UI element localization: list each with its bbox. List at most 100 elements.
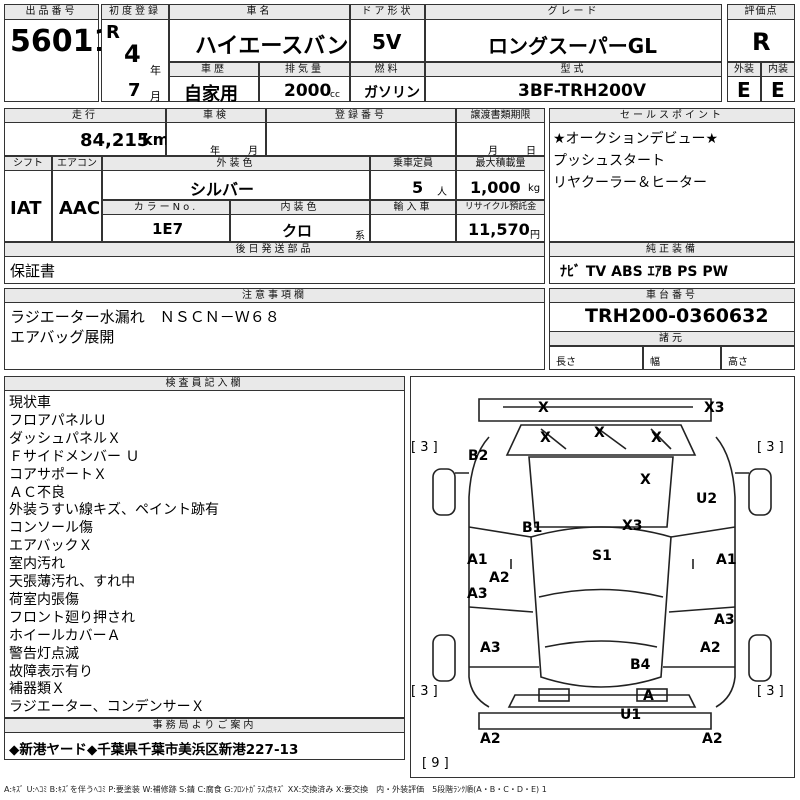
sales-point-cell xyxy=(549,108,795,242)
later-parts: 保証書 xyxy=(10,262,56,280)
damage-mark: U2 xyxy=(696,491,718,507)
ac: AAC xyxy=(59,198,101,219)
car-outline xyxy=(432,398,772,730)
damage-mark: A2 xyxy=(489,570,510,586)
height-label: 高さ xyxy=(728,357,748,368)
inspector-note-line: フロント廻り押され xyxy=(9,609,135,626)
damage-mark: U1 xyxy=(620,707,642,723)
damage-mark: B2 xyxy=(468,448,489,464)
note-1: ラジエーター水漏れ ＮＳＣＮ－Ｗ６８ xyxy=(10,308,280,326)
door-type: 5V xyxy=(372,30,402,54)
ext-label: 外装 xyxy=(727,62,761,77)
inspector-note-line: コンソール傷 xyxy=(9,520,93,537)
inspector-note-line: コアサポートＸ xyxy=(9,466,107,483)
mileage-unit: km xyxy=(142,130,170,149)
shift-label: シフト xyxy=(4,156,52,171)
reg-no-label: 登録番号 xyxy=(266,108,456,123)
quantity-bracket: [ 3 ] xyxy=(757,440,784,455)
damage-mark: X xyxy=(640,472,651,488)
sales-point-2: プッシュスタート xyxy=(553,153,665,169)
transfer-label: 譲渡書類期限 xyxy=(456,108,545,123)
mileage-label: 走行 xyxy=(4,108,166,123)
insp-year-unit: 年 xyxy=(210,146,220,157)
quantity-bracket: [ 3 ] xyxy=(757,684,784,699)
model-label: 型式 xyxy=(425,62,722,77)
sales-point-3: リヤクーラー＆ヒーター xyxy=(553,175,707,191)
damage-mark: X xyxy=(540,430,551,446)
inspector-note-line: ホイールカバーＡ xyxy=(9,627,121,644)
lot-cell xyxy=(4,4,99,102)
width-label: 幅 xyxy=(650,357,660,368)
damage-mark: A1 xyxy=(716,552,737,568)
displacement-label: 排気量 xyxy=(259,62,350,77)
equipment: ﾅﾋﾞ TV ABS ｴｱB PS PW xyxy=(560,264,729,280)
ac-label: エアコン xyxy=(52,156,102,171)
damage-mark: A2 xyxy=(702,731,723,747)
width-cell xyxy=(643,346,721,370)
int-label: 内装 xyxy=(761,62,795,77)
capacity-unit: 人 xyxy=(437,187,447,198)
inspector-note-line: ダッシュパネルＸ xyxy=(9,430,121,447)
color-label: 外装色 xyxy=(102,156,370,171)
damage-mark: B1 xyxy=(522,520,543,536)
inspector-note-line: 警告灯点滅 xyxy=(9,645,79,662)
legend: A:ｷｽﾞ U:ﾍｺﾐ B:ｷｽﾞを伴うﾍｺﾐ P:要塗装 W:補修跡 S:錆 … xyxy=(4,785,547,794)
damage-diagram xyxy=(410,376,795,778)
damage-mark: A xyxy=(643,688,654,704)
chassis-number: TRH200-0360632 xyxy=(585,305,769,327)
recycle-unit: 円 xyxy=(530,230,540,241)
model: 3BF-TRH200V xyxy=(518,81,646,101)
inspector-note-line: 外装うすい線キズ、ペイント跡有 xyxy=(9,502,219,519)
damage-mark: X xyxy=(538,400,549,416)
quantity-bracket: [ 9 ] xyxy=(422,756,449,771)
transfer-day-unit: 日 xyxy=(526,146,536,157)
damage-mark: A3 xyxy=(480,640,501,656)
inspector-note-line: ＡＣ不良 xyxy=(9,484,65,501)
load: 1,000 xyxy=(470,178,521,197)
damage-mark: B4 xyxy=(630,657,651,673)
quantity-bracket: [ 3 ] xyxy=(411,440,438,455)
damage-mark: A2 xyxy=(480,731,501,747)
era: R xyxy=(106,22,120,43)
inspector-note-line: Ｆサイドメンバー Ｕ xyxy=(9,448,140,465)
import-label: 輸入車 xyxy=(370,200,456,215)
year-unit: 年 xyxy=(150,64,161,77)
inspection-label: 車検 xyxy=(166,108,266,123)
capacity-label: 乗車定員 xyxy=(370,156,456,171)
inspector-note-line: 故障表示有り xyxy=(9,663,93,680)
damage-mark: X3 xyxy=(704,400,725,416)
fuel-label: 燃料 xyxy=(350,62,425,77)
color-no-label: カラーNo. xyxy=(102,200,230,215)
transfer-month-unit: 月 xyxy=(488,146,498,157)
inspector-note-line: 荷室内張傷 xyxy=(9,591,79,608)
damage-mark: A1 xyxy=(467,552,488,568)
height-cell xyxy=(721,346,795,370)
length-cell xyxy=(549,346,643,370)
recycle-label: リサイクル預託金 xyxy=(456,200,545,215)
damage-mark: X xyxy=(594,425,605,441)
recycle: 11,570 xyxy=(468,220,530,239)
capacity: 5 xyxy=(412,178,424,197)
damage-mark: X3 xyxy=(622,518,643,534)
first-reg-cell xyxy=(101,4,169,102)
history-label: 車歴 xyxy=(169,62,259,77)
office-label: 事務局よりご案内 xyxy=(4,718,405,733)
length-label: 長さ xyxy=(556,357,576,368)
score-label: 評価点 xyxy=(727,4,795,20)
equipment-label: 純正装備 xyxy=(549,242,795,257)
int-color-label: 内装色 xyxy=(230,200,370,215)
grade-label: グレード xyxy=(425,4,722,20)
damage-mark: A2 xyxy=(700,640,721,656)
color: シルバー xyxy=(190,180,255,199)
sales-point-label: セールスポイント xyxy=(549,108,795,123)
damage-mark: A3 xyxy=(467,586,488,602)
load-label: 最大積載量 xyxy=(456,156,545,171)
history: 自家用 xyxy=(184,84,238,105)
lot-label: 出品番号 xyxy=(4,4,99,20)
grade: ロングスーパーGL xyxy=(488,34,657,58)
door-label: ドア形状 xyxy=(350,4,425,20)
month-unit: 月 xyxy=(150,90,161,103)
first-reg-label: 初度登録 xyxy=(101,4,169,20)
ext-score: E xyxy=(737,78,751,102)
inspector-note-line: フロアパネルＵ xyxy=(9,412,107,429)
